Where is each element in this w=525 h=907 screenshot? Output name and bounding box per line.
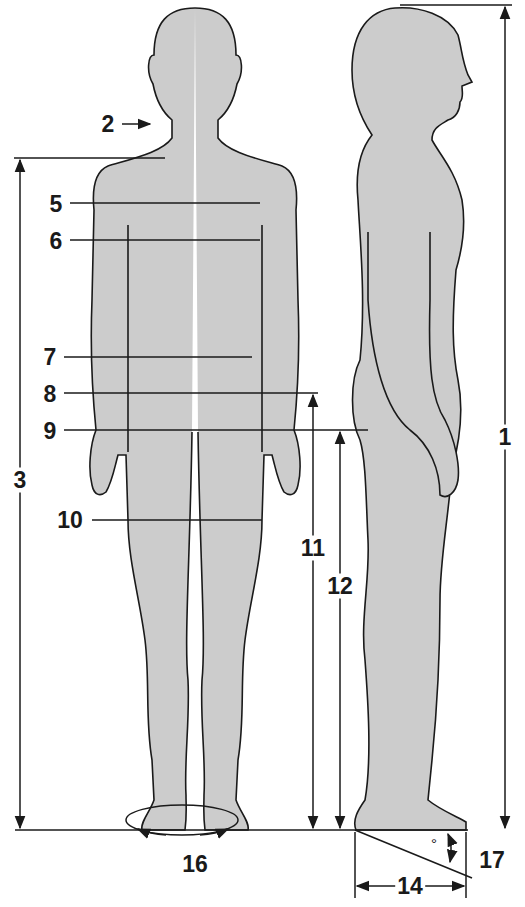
foot-tick [465,832,467,898]
leader-line [64,429,368,431]
side-arm [368,232,458,497]
callout-number: 3 [12,468,29,493]
callout-number: 7 [42,345,59,370]
front-figure-left [90,8,195,830]
callout-number: 8 [42,382,59,407]
callout-number: 9 [42,419,59,444]
ground-line [15,829,468,831]
callout-number: 10 [55,508,85,533]
dimension-line [504,7,506,828]
callout-number: 5 [48,192,65,217]
callout-number: 16 [180,852,210,877]
leader-line [64,356,252,358]
angle-line [355,830,472,878]
rotation-arrow [200,829,228,835]
callout-number: 11 [299,536,327,561]
rotation-arrow [138,829,166,835]
side-body [352,8,472,830]
dimension-line [312,395,314,828]
shoulder-tick [14,157,165,159]
leader-arrow [122,123,150,125]
leader-line [70,239,260,241]
dimension-line [19,160,21,828]
foot-tick [354,832,356,898]
callout-number: 14 [395,874,425,899]
angle-symbol: ° [429,835,439,852]
angle-arc [448,834,451,862]
leader-line [64,392,318,394]
leader-line [92,519,262,521]
foot-ellipse [126,805,238,835]
callout-number: 2 [100,112,117,137]
leader-line [70,202,260,204]
callout-number: 12 [325,574,355,599]
callout-number: 6 [48,229,65,254]
dimension-line [339,432,341,828]
top-tick [400,4,512,6]
front-figure [90,8,300,830]
side-figure [352,8,472,830]
front-figure-right [195,8,300,830]
callout-number: 17 [477,848,507,873]
dimension-lines [14,5,512,898]
callout-number: 1 [497,425,514,450]
